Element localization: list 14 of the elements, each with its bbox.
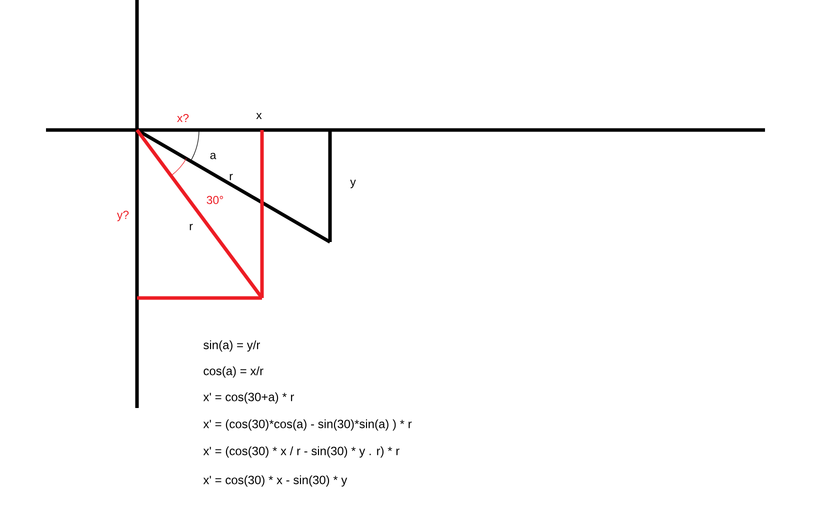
- axis-label: x: [256, 112, 262, 120]
- axis-label: r: [230, 174, 233, 180]
- equation: x' = (cos(30)*cos(a) - sin(30)*sin(a) ) * r: [203, 419, 412, 431]
- axis-label: x?: [177, 114, 189, 122]
- equation: sin(a) = y/r: [204, 340, 260, 352]
- axis-label: a: [210, 152, 216, 160]
- equation: x' = cos(30) * x - sin(30) * y: [203, 475, 348, 487]
- equation: x' = cos(30+a) * r: [203, 392, 294, 404]
- axis-label: 30°: [206, 196, 223, 204]
- equation: cos(a) = x/r: [204, 366, 264, 378]
- axis-label: y?: [116, 210, 129, 222]
- axis-label: y: [350, 180, 356, 188]
- equation: x' = (cos(30) * x / r - sin(30) * y . r) * r: [203, 446, 400, 458]
- axis-label: r: [190, 224, 193, 230]
